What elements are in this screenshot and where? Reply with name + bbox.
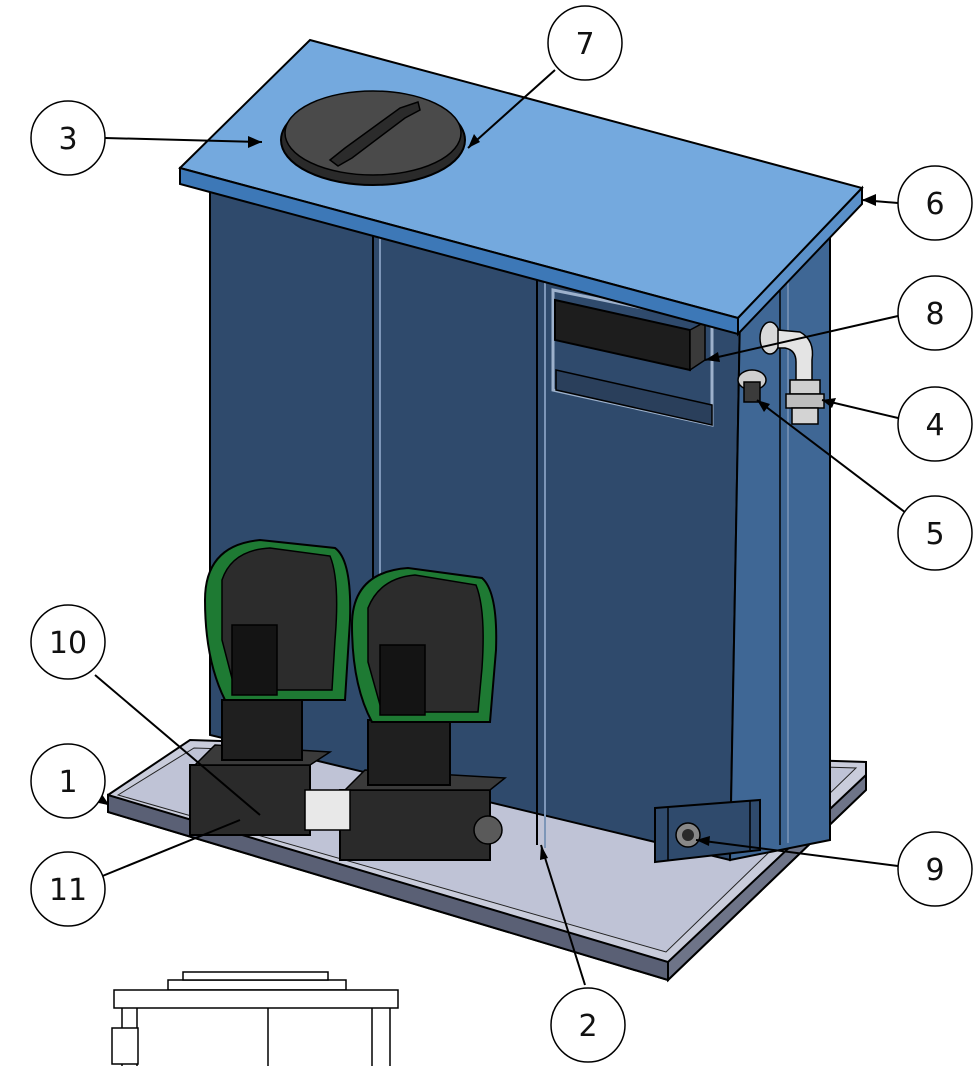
arrowhead-6: [862, 194, 876, 206]
callout-label-8: 8: [925, 297, 944, 332]
leader-arrowheads: [94, 134, 876, 860]
arrowhead-3: [248, 136, 262, 148]
drain-fitting: [654, 798, 761, 864]
leader-line-9: [695, 839, 899, 867]
leader-line-10: [94, 674, 261, 816]
callout-label-6: 6: [925, 187, 944, 222]
callout-label-2: 2: [578, 1009, 597, 1044]
callout-labels: 1 2 3 4 5 6 7 8 9 10 11: [49, 27, 945, 1044]
arrowhead-5: [757, 400, 770, 412]
callout-label-1: 1: [58, 765, 77, 800]
arrowhead-2: [540, 845, 548, 860]
callout-circle-7: [547, 5, 623, 81]
callout-circle-5: [897, 495, 973, 571]
pump: [339, 566, 507, 861]
leader-line-3: [104, 137, 263, 143]
leader-line-8: [704, 315, 899, 361]
callout-label-5: 5: [925, 517, 944, 552]
leader-line-2: [540, 844, 586, 986]
callout-circle-8: [897, 275, 973, 351]
callout-label-7: 7: [575, 27, 594, 62]
callout-label-10: 10: [49, 626, 87, 661]
float-valve: [737, 369, 767, 403]
arrowhead-8: [705, 352, 720, 362]
leader-line-4: [821, 399, 899, 419]
manifold-pipe: [304, 789, 351, 831]
arrowhead-7: [468, 134, 480, 148]
callout-circle-11: [30, 851, 106, 927]
callout-circle-10: [30, 604, 106, 680]
callout-circle-4: [897, 386, 973, 462]
leader-line-11: [99, 819, 241, 878]
manhole-cover: [280, 90, 466, 186]
callout-label-3: 3: [58, 122, 77, 157]
leader-lines: [94, 69, 911, 986]
level-sensor-box: [554, 298, 706, 372]
callout-circle-3: [30, 100, 106, 176]
callout-circle-9: [897, 831, 973, 907]
callout-circle-2: [550, 987, 626, 1063]
callout-label-4: 4: [925, 408, 944, 443]
callouts: [30, 5, 973, 1063]
leader-line-5: [756, 399, 911, 517]
leader-line-7: [467, 69, 556, 149]
callout-label-11: 11: [49, 873, 87, 908]
arrowhead-9: [696, 836, 710, 846]
arrowhead-4: [822, 398, 836, 408]
callout-label-9: 9: [925, 853, 944, 888]
pump: [189, 538, 352, 836]
callout-circle-1: [30, 743, 106, 819]
secondary-view: [111, 971, 399, 1066]
callout-circle-6: [897, 165, 973, 241]
